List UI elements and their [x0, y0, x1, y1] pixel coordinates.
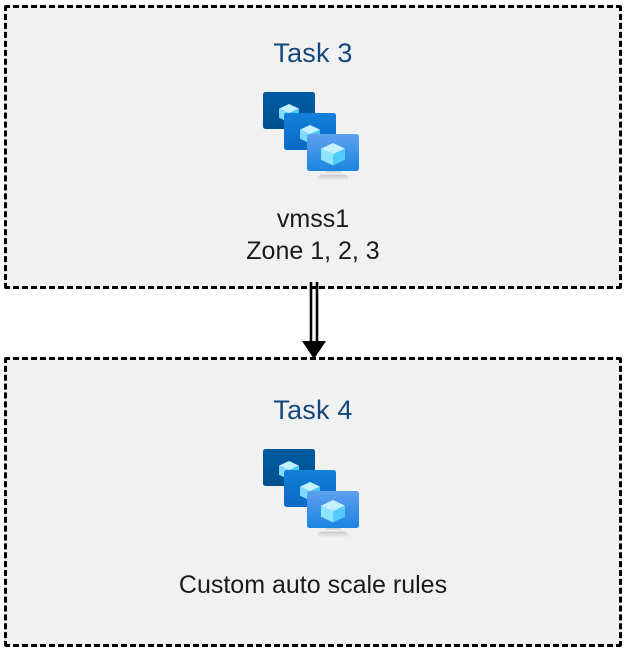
- arrowhead-icon: [302, 341, 326, 359]
- azure-vm-scale-set-icon: [263, 92, 359, 180]
- task-node-content: Task 3: [7, 8, 619, 286]
- task-title: Task 3: [273, 38, 353, 68]
- task-caption: Custom auto scale rules: [178, 571, 448, 599]
- task-node-task4[interactable]: Task 4: [4, 357, 622, 647]
- task-node-content: Task 4: [7, 360, 619, 644]
- task-node-task3[interactable]: Task 3: [4, 5, 622, 289]
- task-caption: vmss1 Zone 1, 2, 3: [246, 205, 380, 265]
- azure-vm-scale-set-icon: [263, 449, 359, 537]
- connector-arrow-task3-to-task4: [302, 282, 326, 359]
- task-title: Task 4: [273, 395, 353, 425]
